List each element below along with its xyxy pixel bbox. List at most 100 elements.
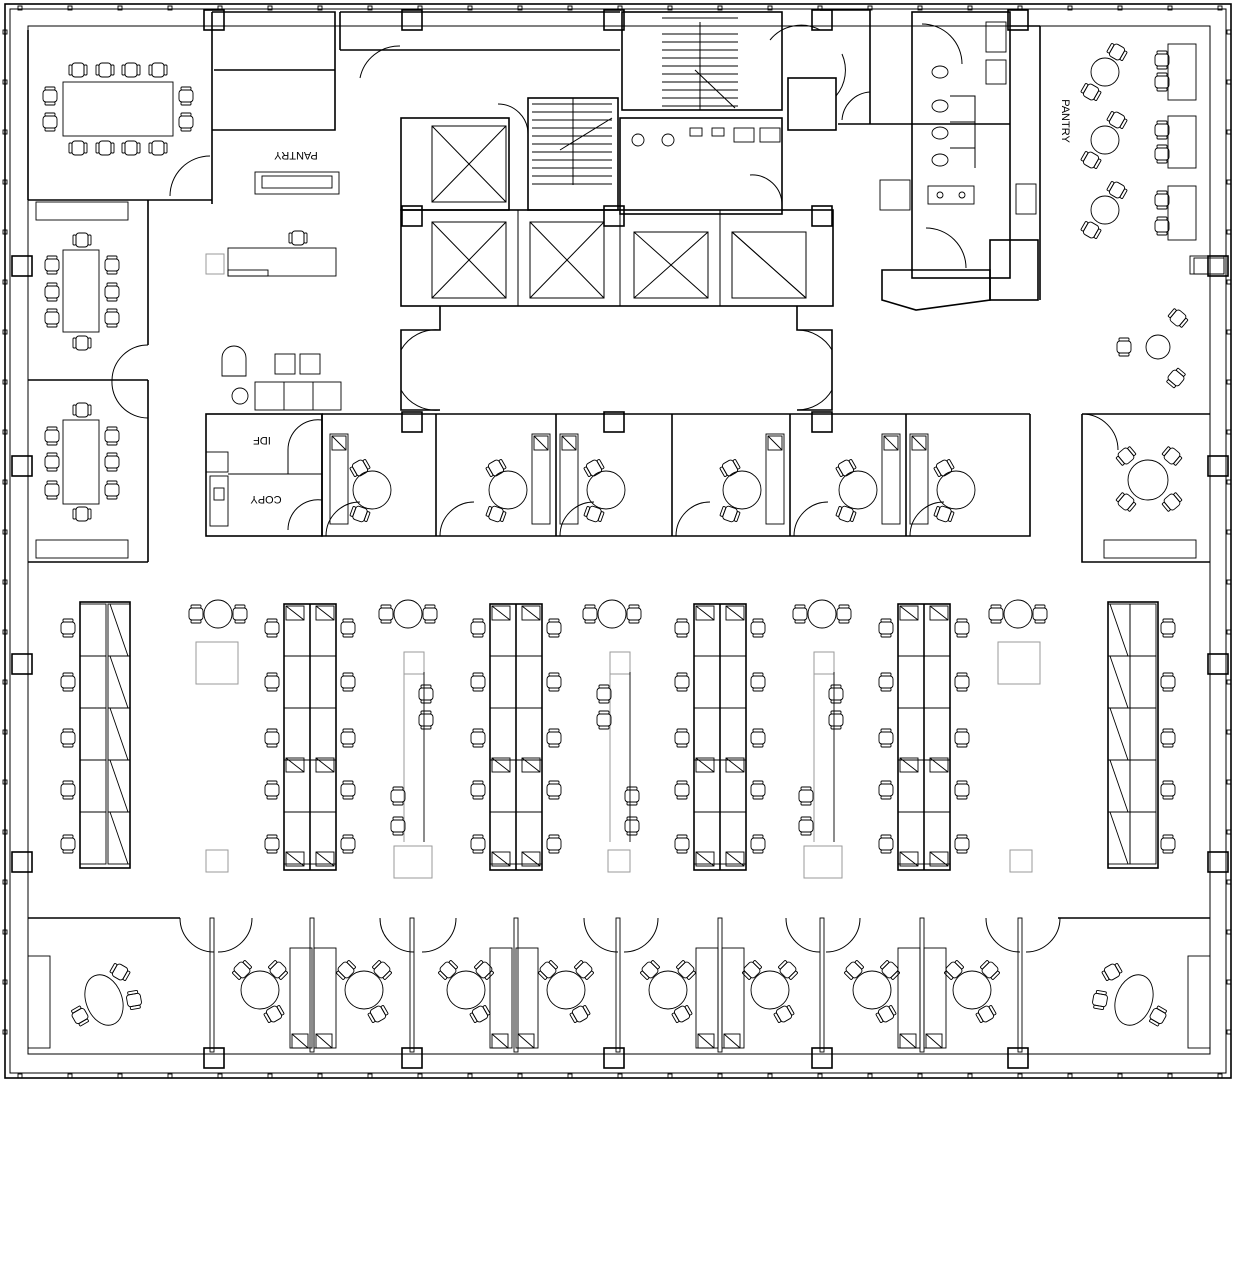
chair <box>470 618 486 638</box>
chair <box>470 672 486 692</box>
desk <box>283 655 311 709</box>
round-table <box>750 970 790 1010</box>
chair <box>288 230 308 246</box>
chair <box>1154 144 1170 164</box>
elevator-bank <box>400 209 834 307</box>
conference-chairs <box>42 62 308 522</box>
chair <box>1080 151 1102 169</box>
chair <box>1160 834 1176 854</box>
chair <box>1154 190 1170 210</box>
chair <box>778 960 798 980</box>
desk <box>515 707 543 761</box>
desk <box>283 603 311 657</box>
desk <box>693 603 721 657</box>
chair <box>792 604 808 624</box>
desk <box>289 947 313 1049</box>
private-offices <box>321 413 1031 537</box>
chair <box>109 963 131 981</box>
chair <box>1154 50 1170 70</box>
chair <box>583 505 605 523</box>
chair <box>1106 43 1128 61</box>
desk <box>721 947 745 1049</box>
chair <box>263 1005 285 1023</box>
chair <box>1080 221 1102 239</box>
desk <box>309 759 337 813</box>
chair <box>104 480 120 500</box>
chair <box>336 960 356 980</box>
chair <box>188 604 204 624</box>
chair <box>72 232 92 248</box>
chair <box>72 402 92 418</box>
chair <box>148 62 168 78</box>
chair <box>1154 72 1170 92</box>
chair <box>372 960 392 980</box>
desk <box>79 759 107 813</box>
chair <box>878 834 894 854</box>
chair <box>1149 1005 1167 1027</box>
desk <box>515 655 543 709</box>
chair <box>954 618 970 638</box>
chair <box>44 426 60 446</box>
chair <box>750 728 766 748</box>
chair <box>367 1005 389 1023</box>
chair <box>1160 618 1176 638</box>
desk <box>897 707 925 761</box>
chair <box>674 728 690 748</box>
south-offices <box>27 917 1211 1053</box>
chair <box>1167 308 1189 328</box>
chair <box>232 960 252 980</box>
round-table <box>393 599 423 629</box>
chair <box>60 780 76 800</box>
chair <box>624 816 640 836</box>
desk <box>489 707 517 761</box>
chair <box>546 728 562 748</box>
chair <box>44 308 60 328</box>
chair <box>126 989 142 1011</box>
chair <box>719 459 741 477</box>
chair <box>844 960 864 980</box>
chair <box>418 684 434 704</box>
round-table <box>352 470 392 510</box>
chair <box>878 728 894 748</box>
chair <box>798 816 814 836</box>
chair <box>485 459 507 477</box>
chair <box>975 1005 997 1023</box>
desk <box>909 433 929 525</box>
round-table <box>240 970 280 1010</box>
chair <box>954 834 970 854</box>
pantry-label: PANTRY <box>274 149 318 161</box>
desk <box>897 655 925 709</box>
chair <box>742 960 762 980</box>
chair <box>676 960 696 980</box>
chair <box>485 505 507 523</box>
desk <box>897 759 925 813</box>
chair <box>44 255 60 275</box>
conference-room-north <box>27 30 212 221</box>
chair <box>1080 83 1102 101</box>
round-table <box>597 599 627 629</box>
round-table <box>1090 57 1120 87</box>
chair <box>72 335 92 351</box>
desk <box>693 655 721 709</box>
desk <box>531 433 551 525</box>
chair <box>470 834 486 854</box>
round-table <box>722 470 762 510</box>
chair <box>798 786 814 806</box>
desk <box>1129 707 1157 761</box>
chair <box>674 618 690 638</box>
chair <box>68 62 88 78</box>
chair <box>390 786 406 806</box>
desk <box>489 759 517 813</box>
chair <box>954 728 970 748</box>
idf-label: IDF <box>253 434 271 446</box>
desk <box>1129 655 1157 709</box>
desk <box>923 947 947 1049</box>
chair <box>933 505 955 523</box>
chair <box>980 960 1000 980</box>
chair <box>42 86 58 106</box>
desk <box>489 655 517 709</box>
conference-room-west-2 <box>28 379 149 563</box>
chair <box>836 604 852 624</box>
chair <box>1154 120 1170 140</box>
